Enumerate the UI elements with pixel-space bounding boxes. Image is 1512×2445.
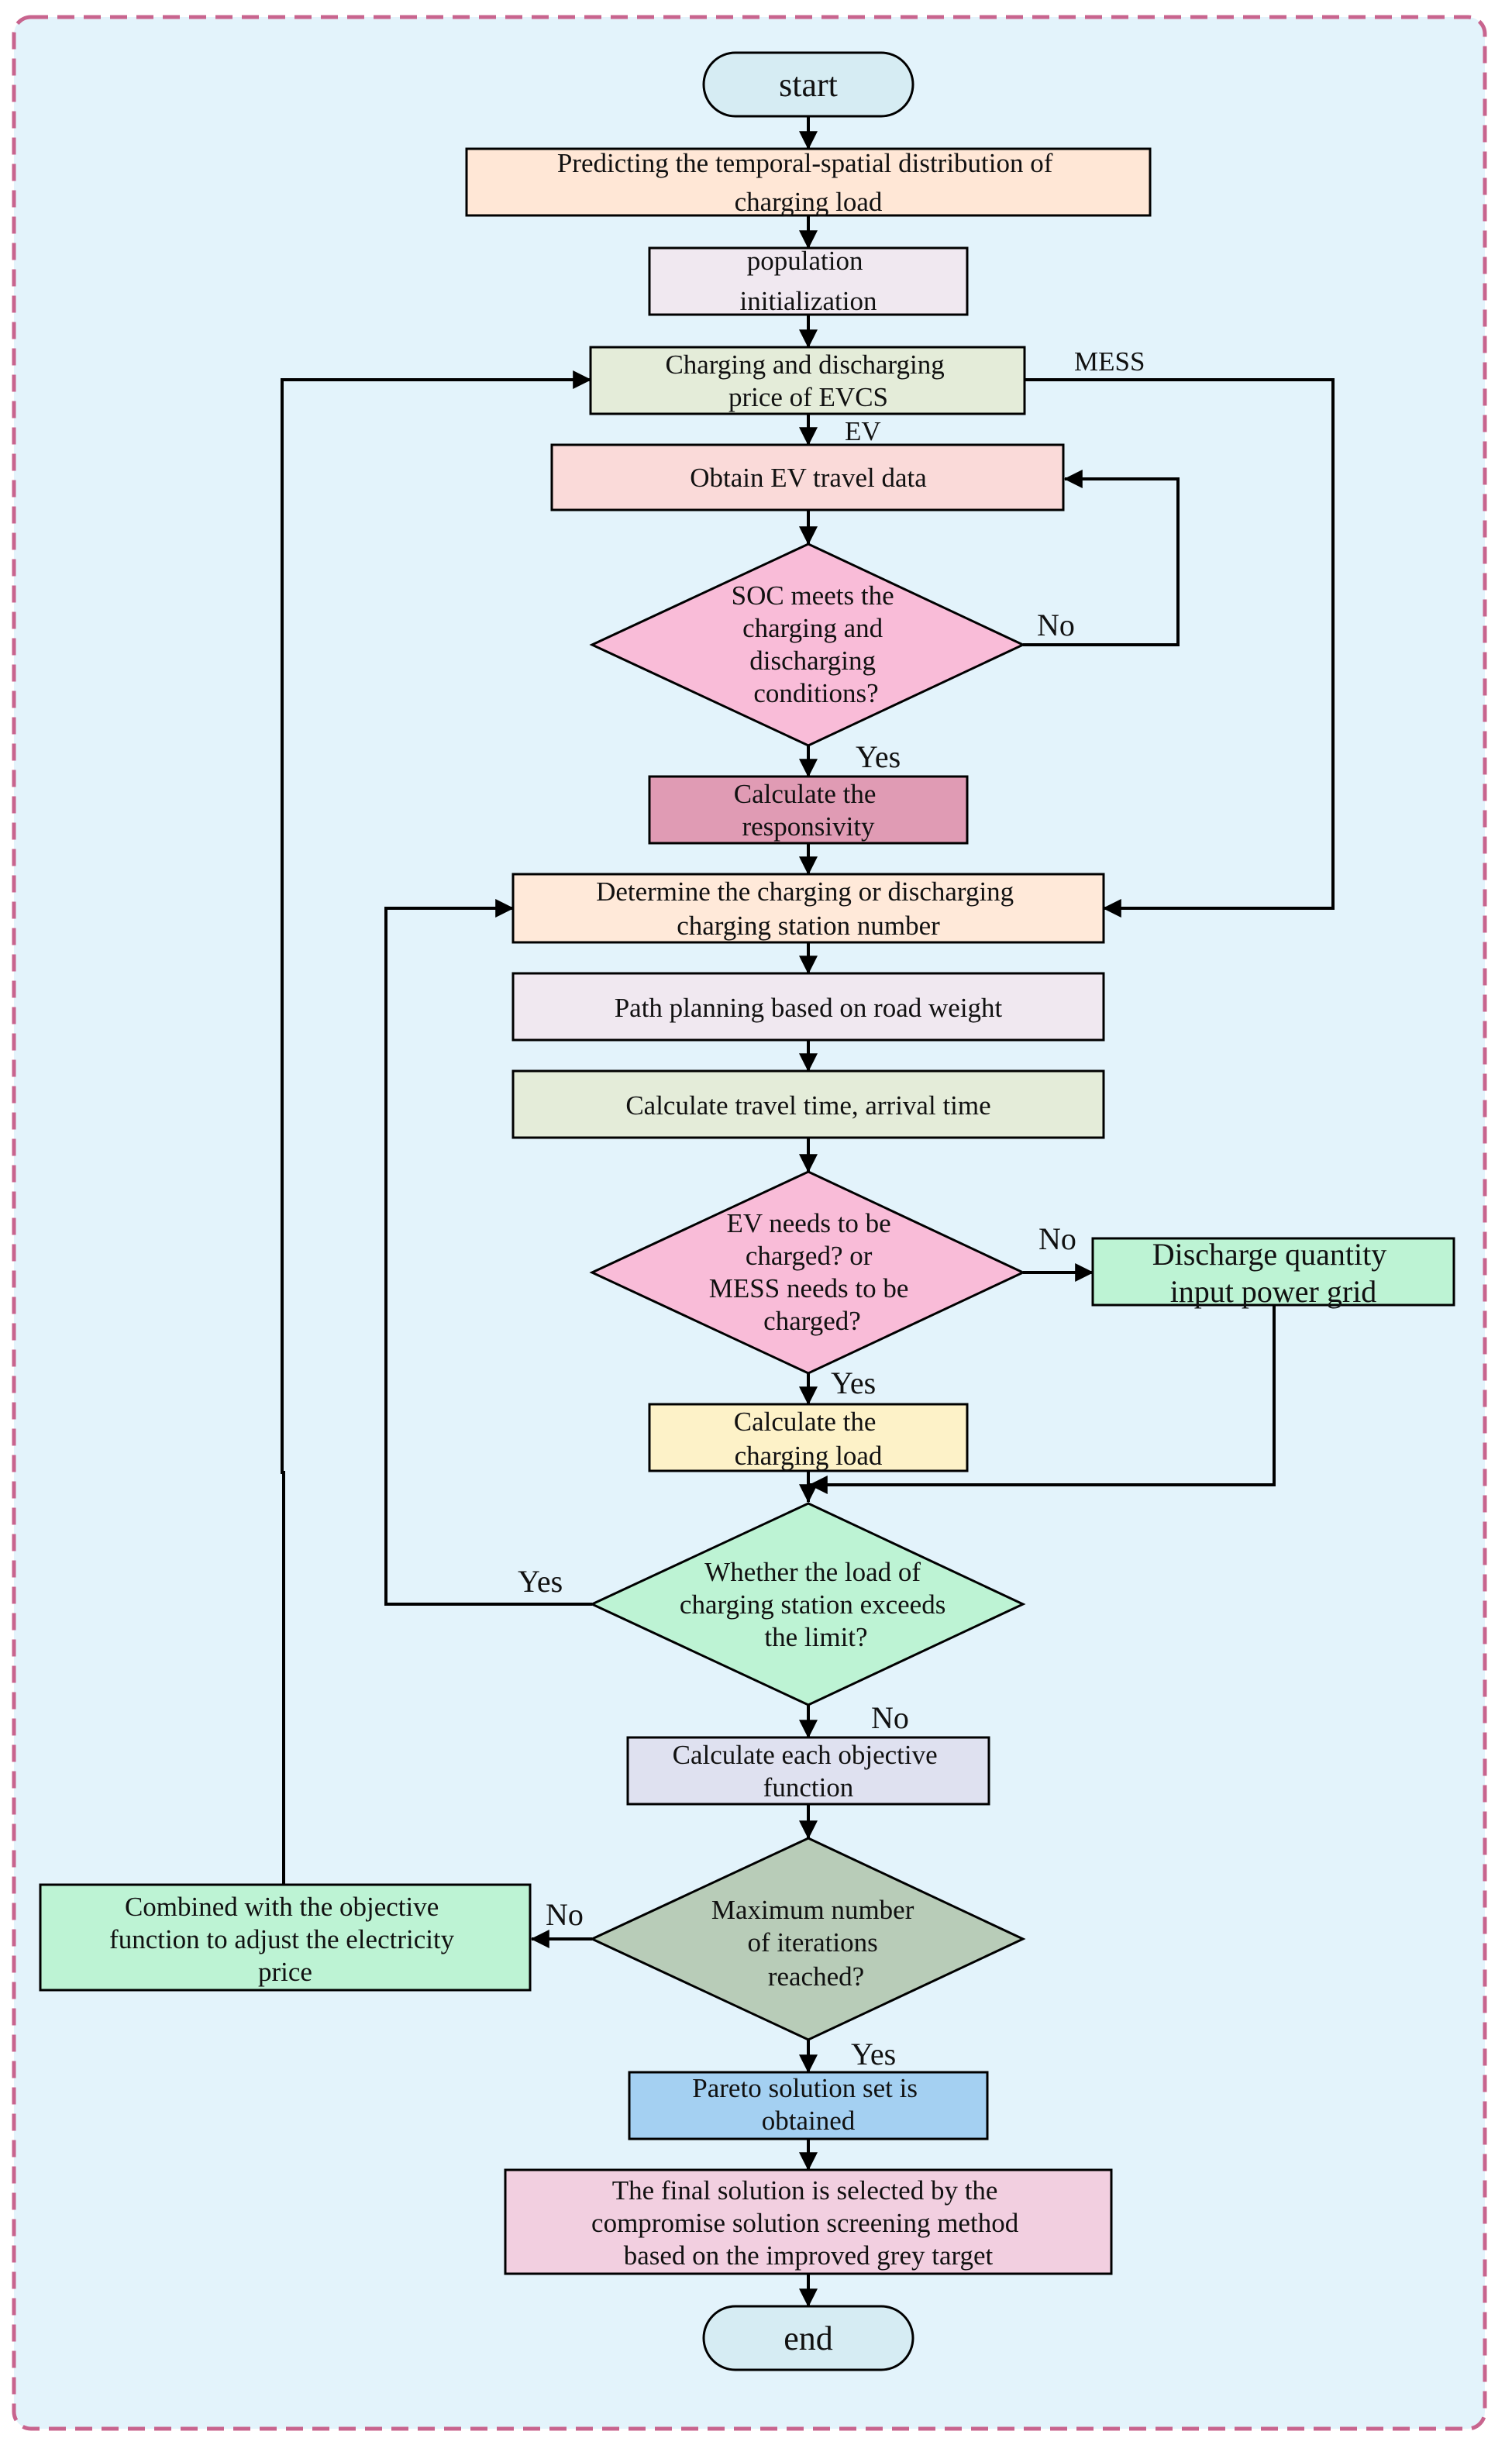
pareto-box: Pareto solution set is obtained [628,2071,989,2140]
final-solution-label: The final solution is selected by the co… [591,2175,1025,2271]
load-decision-label: Whether the load of charging station exc… [680,1557,952,1652]
obtain-ev-box: Obtain EV travel data [550,443,1065,511]
discharge-grid-label: Discharge quantity input power grid [1152,1237,1395,1309]
adjust-price-box: Combined with the objective function to … [39,1883,532,1992]
charging-load-box: Calculate the charging load [648,1403,969,1472]
edge-label-mess: MESS [1074,346,1145,377]
final-solution-box: The final solution is selected by the co… [504,2168,1113,2275]
edge-label-iter-no: No [546,1897,584,1932]
arrow-load-yes-loop [384,899,592,1606]
adjust-price-label: Combined with the objective function to … [109,1892,461,1987]
determine-station-label: Determine the charging or discharging ch… [596,876,1021,941]
arrow-adjust-price-loop [281,370,592,1885]
start-label: start [779,66,838,104]
price-evcs-label: Charging and discharging price of EVCS [665,350,951,412]
price-evcs-box: Charging and discharging price of EVCS [589,346,1026,415]
population-box: population initialization [648,246,969,316]
end-label: end [784,2319,833,2357]
predict-box: Predicting the temporal-spatial distribu… [465,147,1152,217]
determine-station-box: Determine the charging or discharging ch… [511,873,1105,944]
obtain-ev-label: Obtain EV travel data [690,463,927,493]
path-planning-label: Path planning based on road weight [615,993,1003,1023]
edge-label-charge-no: No [1038,1221,1076,1256]
charging-load-label: Calculate the charging load [734,1407,883,1471]
soc-decision: SOC meets the charging and discharging c… [589,542,1026,747]
load-decision: Whether the load of charging station exc… [589,1502,1026,1706]
arrow-mess-determine [1025,378,1335,918]
edge-label-charge-yes: Yes [831,1365,876,1400]
arrow-discharge-merge [808,1305,1276,1494]
edge-label-soc-yes: Yes [856,739,901,774]
discharge-grid-box: Discharge quantity input power grid [1091,1237,1455,1309]
end-terminal: end [702,2305,914,2371]
predict-label: Predicting the temporal-spatial distribu… [557,148,1059,217]
start-terminal: start [702,51,914,118]
pareto-label: Pareto solution set is obtained [692,2073,924,2136]
charge-decision-label: EV needs to be charged? or MESS needs to… [709,1208,915,1336]
responsivity-label: Calculate the responsivity [734,779,883,842]
edge-label-soc-no: No [1037,608,1075,642]
population-label: population initialization [740,246,877,316]
edge-labels: EV MESS No Yes No Yes Yes No No Yes [518,346,1145,2071]
charge-decision: EV needs to be charged? or MESS needs to… [589,1170,1026,1375]
soc-decision-label: SOC meets the charging and discharging c… [732,580,901,708]
path-planning-box: Path planning based on road weight [511,972,1105,1042]
objective-label: Calculate each objective function [673,1740,945,1803]
objective-box: Calculate each objective function [626,1736,990,1806]
edge-label-iter-yes: Yes [851,2037,896,2071]
edge-label-ev: EV [845,416,881,446]
travel-time-box: Calculate travel time, arrival time [511,1069,1105,1139]
arrow-soc-no-loop [1023,470,1180,646]
connectors [281,116,1335,2308]
edge-label-load-no: No [871,1700,909,1735]
edge-label-load-yes: Yes [518,1564,563,1599]
iter-decision-label: Maximum number of iterations reached? [711,1895,921,1992]
responsivity-box: Calculate the responsivity [648,775,969,845]
travel-time-label: Calculate travel time, arrival time [625,1090,990,1121]
iter-decision: Maximum number of iterations reached? [589,1837,1026,2041]
